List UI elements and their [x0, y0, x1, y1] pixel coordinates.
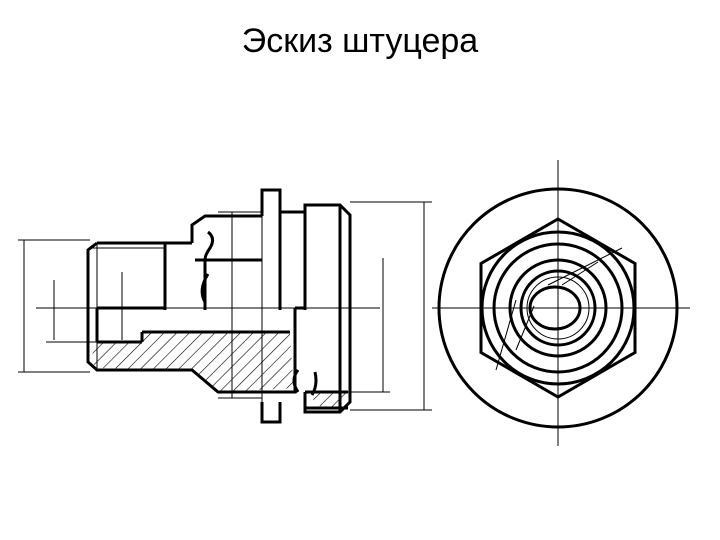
dimension-lines [18, 201, 432, 411]
side-view [18, 188, 432, 424]
collar [260, 188, 282, 424]
neck [190, 214, 262, 310]
section-hatching [90, 332, 348, 408]
slide-title: Эскиз штуцера [241, 22, 479, 60]
leader-lines [495, 247, 623, 371]
end-view [432, 160, 690, 446]
